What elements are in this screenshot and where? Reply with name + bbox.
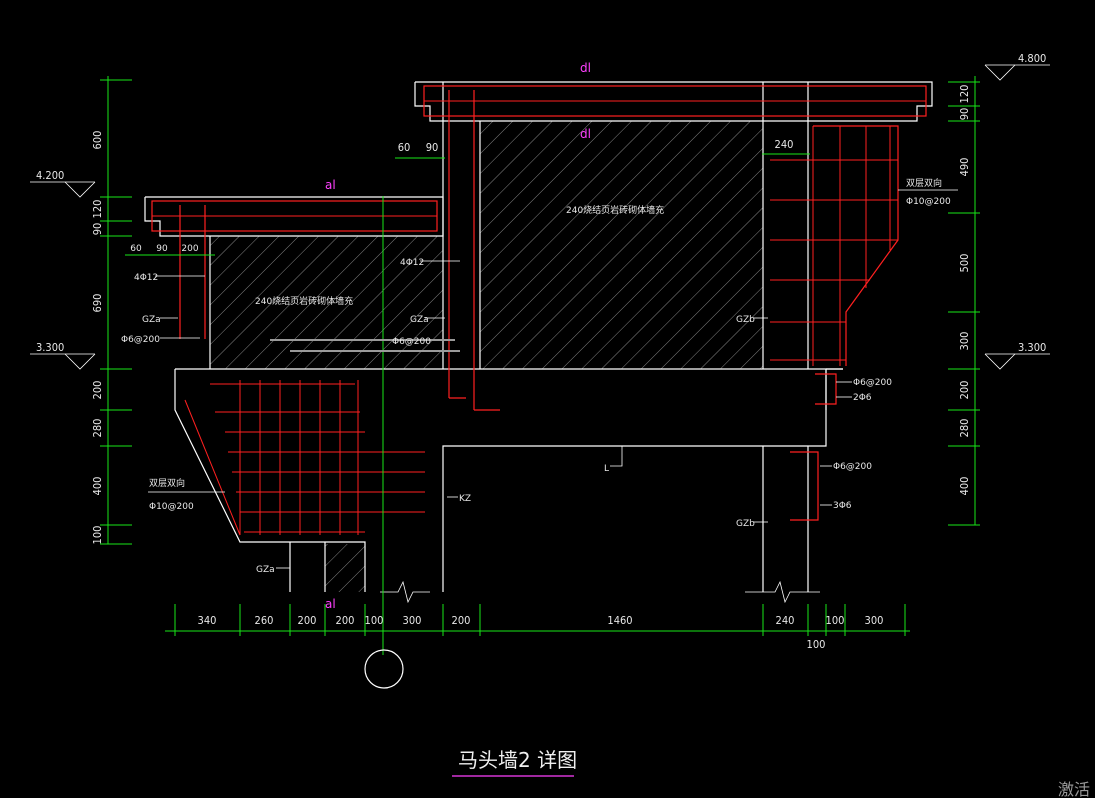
beam-label-lower: al — [325, 178, 336, 192]
callout-gza-bottom: GZa — [256, 565, 275, 575]
right-dimension-texts: 120 90 490 500 300 200 280 400 — [958, 85, 971, 496]
callout-phi6-mid: Φ6@200 — [392, 337, 431, 347]
callout-dbl-right: 双层双向 — [906, 177, 942, 189]
callout-phi10-left: Φ10@200 — [149, 502, 194, 512]
upper-infill-hatch — [480, 121, 763, 369]
elevation-marker-left-lower: 3.300 — [30, 341, 96, 370]
drawing-title: 马头墙2 详图 — [458, 748, 577, 772]
bottom-dim-extra-100: 100 — [807, 638, 826, 651]
right-dim-90: 90 — [958, 108, 971, 121]
right-dim-200: 200 — [958, 381, 971, 400]
callout-gza-mid: GZa — [410, 315, 429, 325]
elevation-3300-right-text: 3.300 — [1018, 341, 1046, 354]
callout-gza-left: GZa — [142, 315, 161, 325]
bottom-dimension-texts: 340 260 200 200 100 300 200 1460 240 100… — [198, 614, 884, 651]
callout-l: L — [604, 464, 609, 474]
callout-4phi12-mid: 4Φ12 — [400, 258, 424, 268]
bottom-dim-200-b: 200 — [336, 614, 355, 627]
upper-dim-240: 240 — [775, 138, 794, 151]
lower-infill-hatch — [210, 236, 443, 369]
callout-3phi6: 3Φ6 — [833, 501, 852, 511]
infill-note-upper: 240烧结页岩砖砌体墙充 — [566, 204, 664, 216]
left-dim-200: 200 — [91, 381, 104, 400]
elevation-3300-left-text: 3.300 — [36, 341, 64, 354]
reinforcement — [151, 85, 927, 536]
right-dim-280: 280 — [958, 419, 971, 438]
left-dim-280: 280 — [91, 419, 104, 438]
elevation-marker-top-right: 4.800 — [984, 52, 1050, 81]
gza-column-hatch — [325, 544, 365, 592]
lower-dim-60: 60 — [130, 244, 142, 254]
bottom-dim-1460: 1460 — [607, 614, 632, 627]
bottom-dim-100-a: 100 — [365, 614, 384, 627]
left-dim-90: 90 — [91, 223, 104, 236]
bottom-dim-300-b: 300 — [865, 614, 884, 627]
left-dim-100: 100 — [91, 526, 104, 545]
beam-label-upper-top: dl — [580, 61, 591, 75]
callout-gzb-upper: GZb — [736, 315, 755, 325]
structure-outline — [144, 81, 933, 604]
callout-4phi12-left: 4Φ12 — [134, 273, 158, 283]
bottom-dim-300-a: 300 — [403, 614, 422, 627]
right-haunch-grid — [770, 125, 899, 366]
left-dim-120: 120 — [91, 200, 104, 219]
callout-phi6-left: Φ6@200 — [121, 335, 160, 345]
activation-watermark: 激活 — [1058, 780, 1090, 798]
elevation-marker-left-upper: 4.200 — [30, 169, 96, 198]
beam-label-base: al — [325, 597, 336, 611]
elevation-marker-right-lower: 3.300 — [984, 341, 1050, 370]
left-dim-600: 600 — [91, 131, 104, 150]
callout-phi6-right1: Φ6@200 — [853, 378, 892, 388]
right-dim-500: 500 — [958, 254, 971, 273]
callout-2phi6: 2Φ6 — [853, 393, 872, 403]
left-dim-690: 690 — [91, 294, 104, 313]
elevation-4200-text: 4.200 — [36, 169, 64, 182]
callout-kz: KZ — [459, 494, 471, 504]
left-dim-400: 400 — [91, 477, 104, 496]
axis-bubble — [364, 649, 404, 689]
right-dim-400: 400 — [958, 477, 971, 496]
upper-dim-90: 90 — [426, 141, 439, 154]
callout-phi6-right2: Φ6@200 — [833, 462, 872, 472]
bottom-dim-340: 340 — [198, 614, 217, 627]
left-bracket-grid — [184, 380, 425, 536]
bottom-dim-100-b: 100 — [826, 614, 845, 627]
callout-dbl-left: 双层双向 — [149, 477, 185, 489]
left-dimension-texts: 600 120 90 690 200 280 400 100 — [91, 131, 104, 545]
bottom-dim-200-a: 200 — [298, 614, 317, 627]
right-dim-300: 300 — [958, 332, 971, 351]
right-dim-120: 120 — [958, 85, 971, 104]
dimension-lines — [100, 76, 980, 655]
lower-dim-90: 90 — [156, 244, 168, 254]
bottom-dim-260: 260 — [255, 614, 274, 627]
infill-note-lower: 240烧结页岩砖砌体墙充 — [255, 295, 353, 307]
bottom-dim-200-c: 200 — [452, 614, 471, 627]
lower-dim-200: 200 — [181, 244, 198, 254]
callout-phi10-right: Φ10@200 — [906, 197, 951, 207]
elevation-4800-text: 4.800 — [1018, 52, 1046, 65]
right-dim-490: 490 — [958, 158, 971, 177]
callout-gzb-lower: GZb — [736, 519, 755, 529]
beam-label-upper-bottom: dl — [580, 127, 591, 141]
upper-dim-60: 60 — [398, 141, 411, 154]
bottom-dim-240: 240 — [776, 614, 795, 627]
callouts: 4Φ12 GZa Φ6@200 4Φ12 GZa Φ6@200 GZb Φ6@2… — [121, 177, 958, 575]
